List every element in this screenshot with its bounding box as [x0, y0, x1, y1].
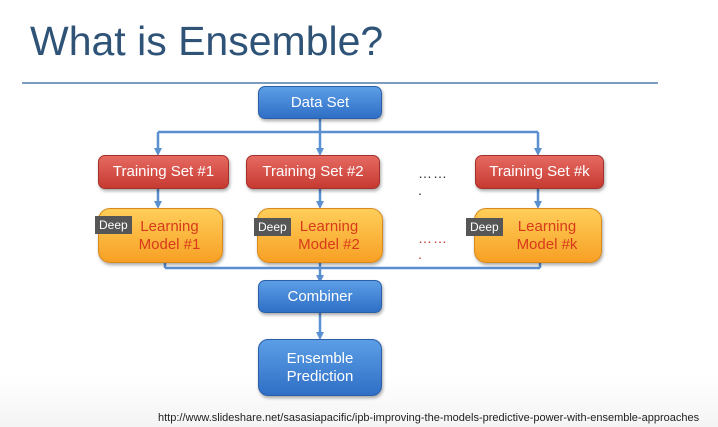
ensemble-prediction-box: Ensemble Prediction	[258, 339, 382, 396]
learning-model-2-line2: Model #2	[298, 235, 360, 253]
ensemble-prediction-line1: Ensemble	[286, 349, 354, 367]
training-set-2-label: Training Set #2	[262, 163, 364, 180]
learning-model-2-label: Learning Model #2	[298, 218, 360, 254]
ellipsis-training-dot: .	[418, 182, 422, 198]
learning-model-k-line1: Learning	[517, 217, 577, 235]
training-set-k-box: Training Set #k	[475, 155, 604, 189]
data-set-label: Data Set	[290, 93, 350, 111]
ensemble-prediction-line2: Prediction	[286, 367, 354, 385]
title-divider	[22, 82, 658, 84]
learning-model-1-label: Learning Model #1	[139, 218, 201, 254]
ellipsis-training: ……	[418, 165, 448, 181]
source-citation: http://www.slideshare.net/sasasiapacific…	[158, 412, 700, 424]
data-set-box: Data Set	[258, 86, 382, 119]
learning-model-k-label: Learning Model #k	[517, 218, 578, 254]
combiner-label: Combiner	[287, 287, 353, 305]
training-set-1-label: Training Set #1	[112, 163, 215, 180]
deep-tag-2: Deep	[254, 218, 291, 236]
ellipsis-models-dot: .	[418, 246, 422, 262]
training-set-k-label: Training Set #k	[489, 163, 590, 180]
ellipsis-models: ……	[418, 230, 448, 246]
learning-model-1-line1: Learning	[140, 217, 199, 235]
learning-model-k-line2: Model #k	[516, 235, 578, 253]
deep-tag-k: Deep	[466, 218, 503, 236]
training-set-2-box: Training Set #2	[246, 155, 380, 189]
combiner-box: Combiner	[258, 280, 382, 313]
slide-title: What is Ensemble?	[30, 18, 384, 64]
learning-model-2-line1: Learning	[299, 217, 359, 235]
deep-tag-1: Deep	[95, 216, 132, 234]
learning-model-1-line2: Model #1	[138, 235, 201, 253]
ensemble-prediction-label: Ensemble Prediction	[287, 350, 354, 386]
training-set-1-box: Training Set #1	[98, 155, 229, 189]
